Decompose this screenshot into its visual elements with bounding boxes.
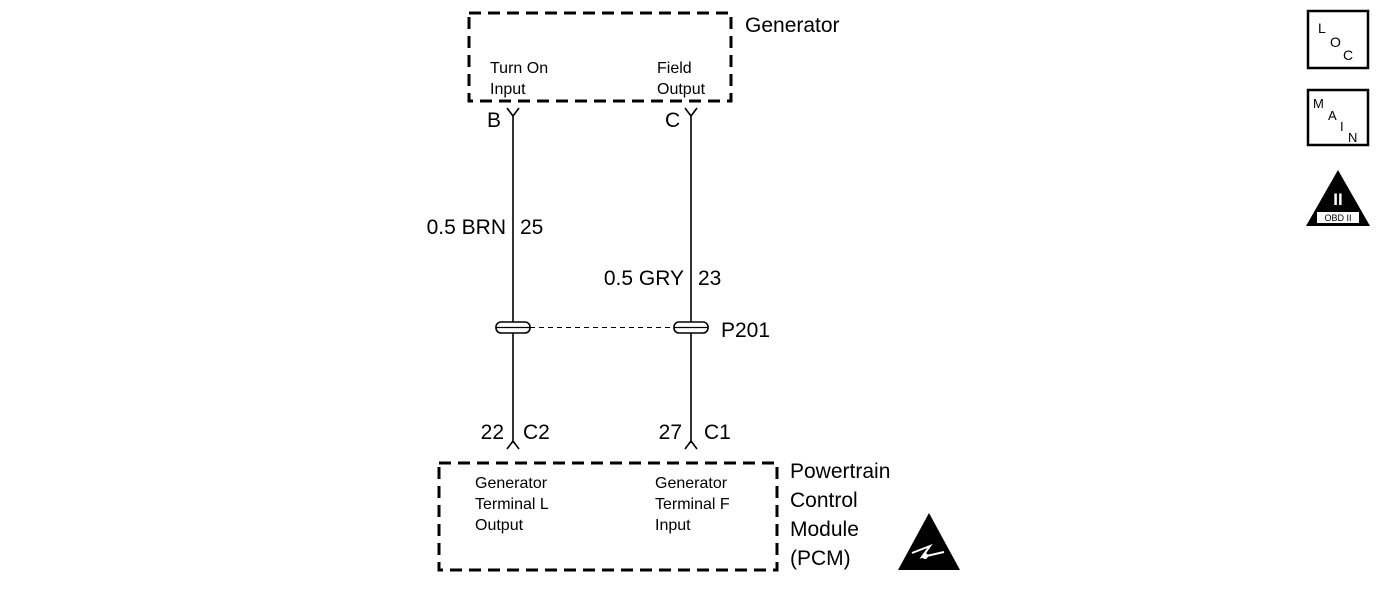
wire-left <box>506 107 520 450</box>
obd-top-text: II <box>1333 190 1342 209</box>
main-letter-4: N <box>1348 130 1357 145</box>
loc-icon: L O C <box>1306 9 1370 70</box>
splice-connector-left <box>495 321 531 334</box>
splice-label: P201 <box>721 319 771 342</box>
pcm-box <box>437 461 779 572</box>
main-letter-3: I <box>1340 119 1344 134</box>
generator-terminal-turn-on-input: Turn On Input <box>490 60 549 98</box>
generator-pin-c: C <box>665 109 681 132</box>
wire-left-circuit: 25 <box>520 216 544 239</box>
pcm-connector-c1: C1 <box>704 421 731 444</box>
pcm-title: Powertrain Control Module (PCM) <box>790 460 891 570</box>
generator-title: Generator <box>745 14 840 37</box>
wire-right-circuit: 23 <box>698 267 722 290</box>
wire-left-gauge-color: 0.5 BRN <box>426 216 506 239</box>
esd-warning-icon <box>898 513 960 570</box>
main-letter-2: A <box>1328 108 1337 123</box>
pcm-pin-27: 27 <box>658 421 682 444</box>
loc-letter-3: C <box>1343 47 1353 63</box>
pcm-terminal-l-output: Generator Terminal L Output <box>475 475 549 534</box>
splice-connector-right <box>673 321 709 334</box>
obd-bottom-text: OBD II <box>1324 213 1351 223</box>
pcm-terminal-f-input: Generator Terminal F Input <box>655 475 730 534</box>
wire-right-gauge-color: 0.5 GRY <box>603 267 684 290</box>
loc-letter-2: O <box>1330 34 1341 50</box>
generator-box <box>467 11 733 103</box>
pcm-pin-22: 22 <box>480 421 504 444</box>
main-letter-1: M <box>1313 96 1324 111</box>
obd-ii-icon: II OBD II <box>1306 170 1370 226</box>
loc-letter-1: L <box>1318 20 1326 36</box>
generator-pin-b: B <box>487 109 502 132</box>
pcm-connector-c2: C2 <box>523 421 550 444</box>
main-icon: M A I N <box>1306 88 1370 147</box>
wire-right <box>684 107 698 450</box>
generator-terminal-field-output: Field Output <box>657 60 706 98</box>
